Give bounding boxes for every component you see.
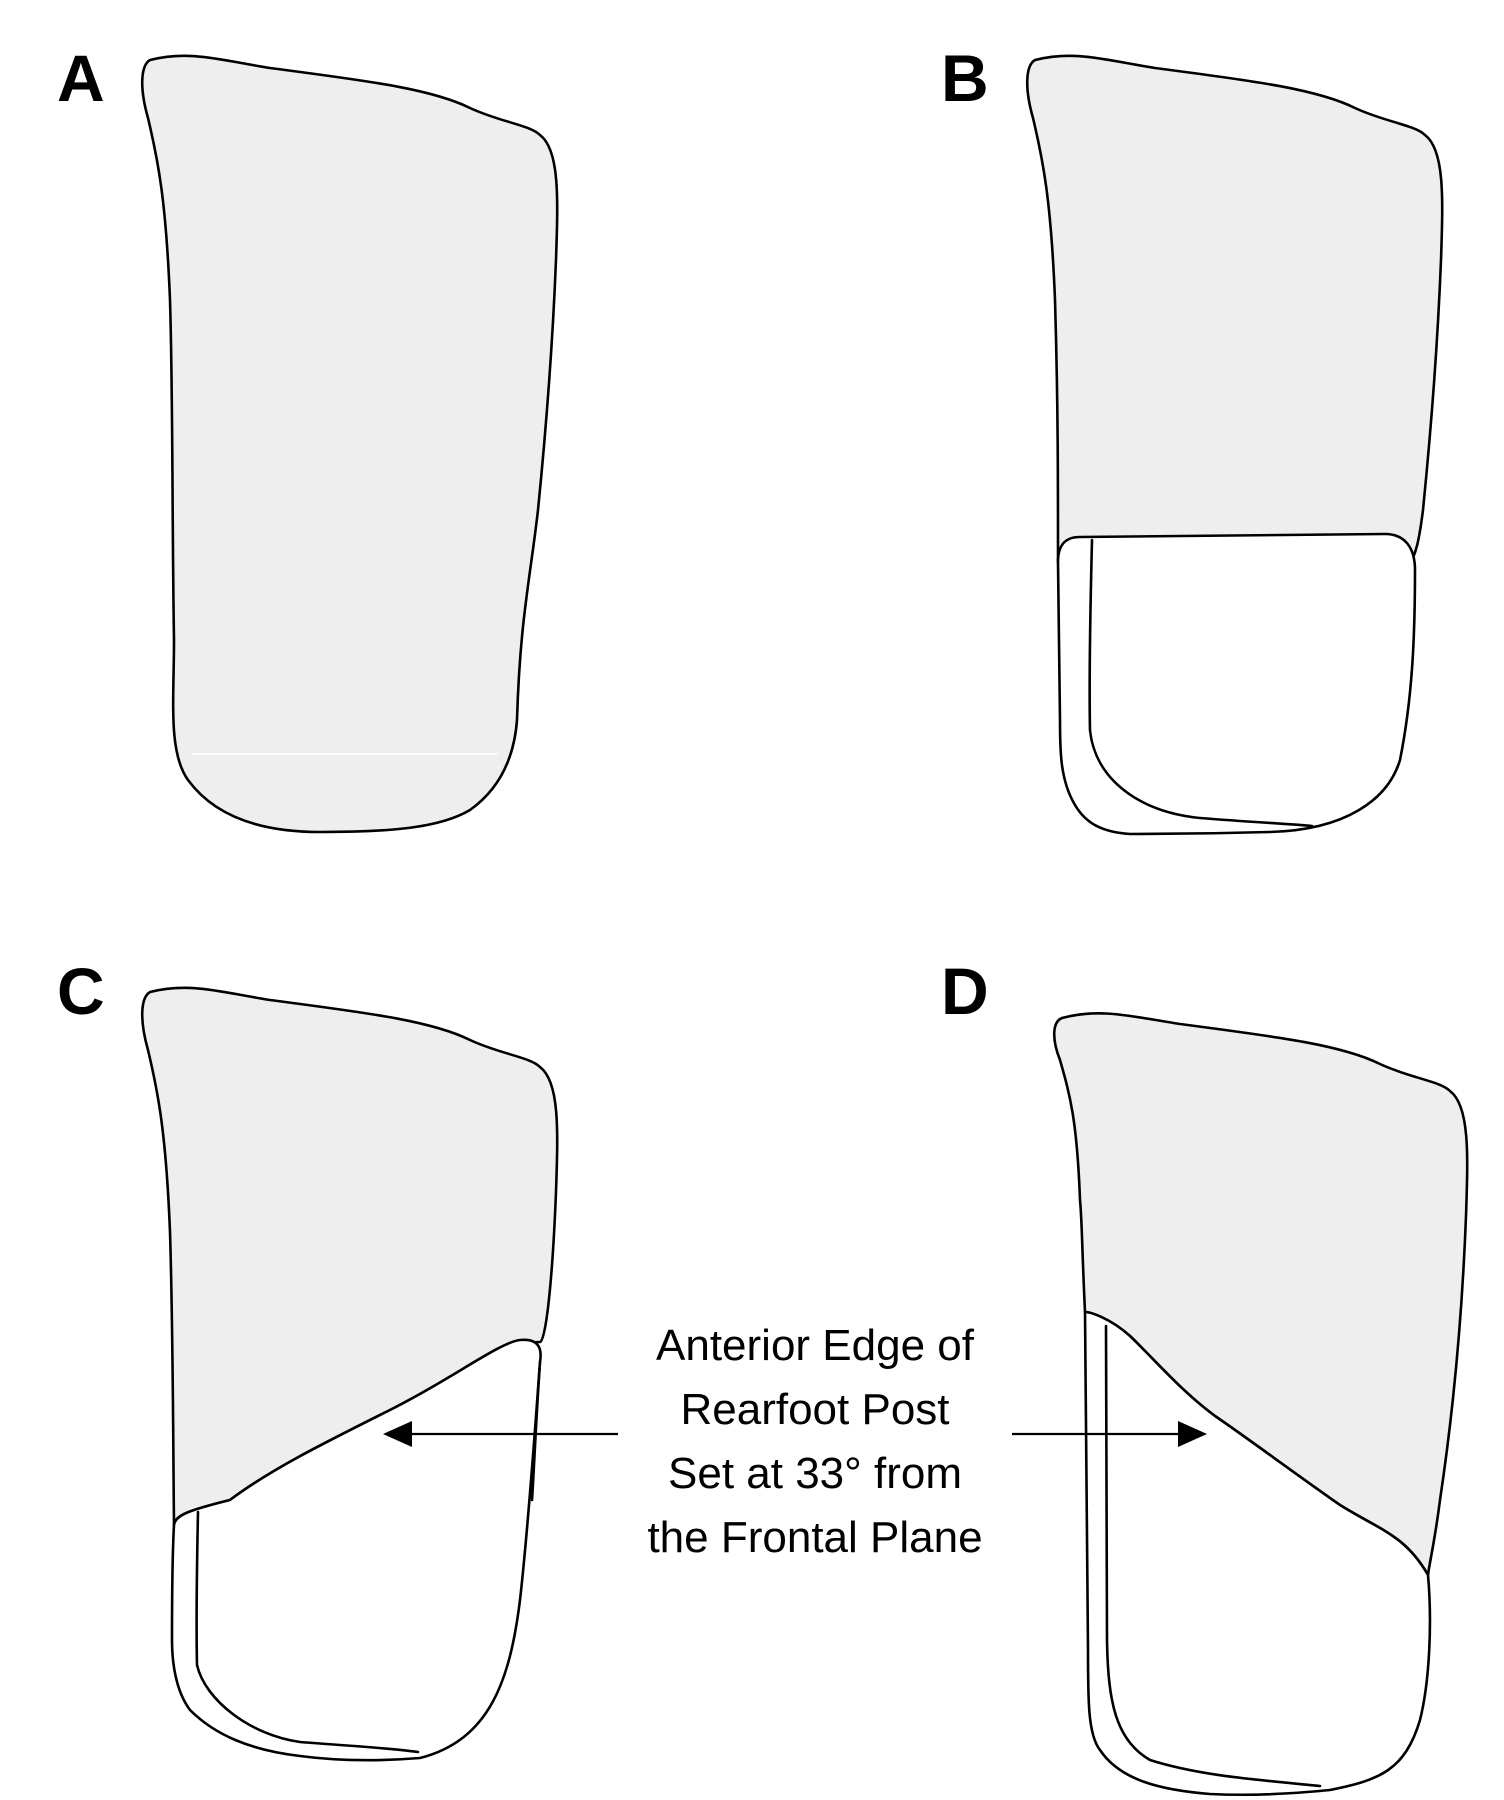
panel-a-label: A: [57, 41, 105, 115]
panel-d: D: [941, 954, 1469, 1797]
panel-a-orthotic-shell: [140, 54, 559, 834]
panel-d-label: D: [941, 954, 989, 1028]
panel-d-rearfoot-post: [1083, 1310, 1432, 1797]
panel-b-rearfoot-post: [1056, 532, 1417, 836]
panel-c: C: [57, 954, 559, 1762]
annotation-line-4: the Frontal Plane: [647, 1513, 982, 1562]
annotation: Anterior Edge of Rearfoot Post Set at 33…: [383, 1321, 1207, 1562]
annotation-line-2: Rearfoot Post: [680, 1385, 949, 1434]
annotation-line-1: Anterior Edge of: [656, 1321, 975, 1370]
panel-b-post-inner-edge: [1088, 538, 1314, 828]
panel-a: A: [57, 41, 559, 834]
annotation-line-3: Set at 33° from: [668, 1449, 962, 1498]
right-arrowhead-icon: [1178, 1421, 1207, 1447]
panel-c-post-lateral-edge: [530, 1360, 542, 1502]
panel-d-post-inner-edge: [1104, 1324, 1322, 1788]
left-arrowhead-icon: [383, 1421, 412, 1447]
panel-c-label: C: [57, 954, 105, 1028]
panel-b-orthotic-shell: [1025, 54, 1444, 564]
panel-c-post-inner-edge: [195, 1510, 420, 1754]
panel-b: B: [941, 41, 1444, 836]
panel-b-label: B: [941, 41, 989, 115]
panel-c-rearfoot-post: [170, 1338, 542, 1762]
